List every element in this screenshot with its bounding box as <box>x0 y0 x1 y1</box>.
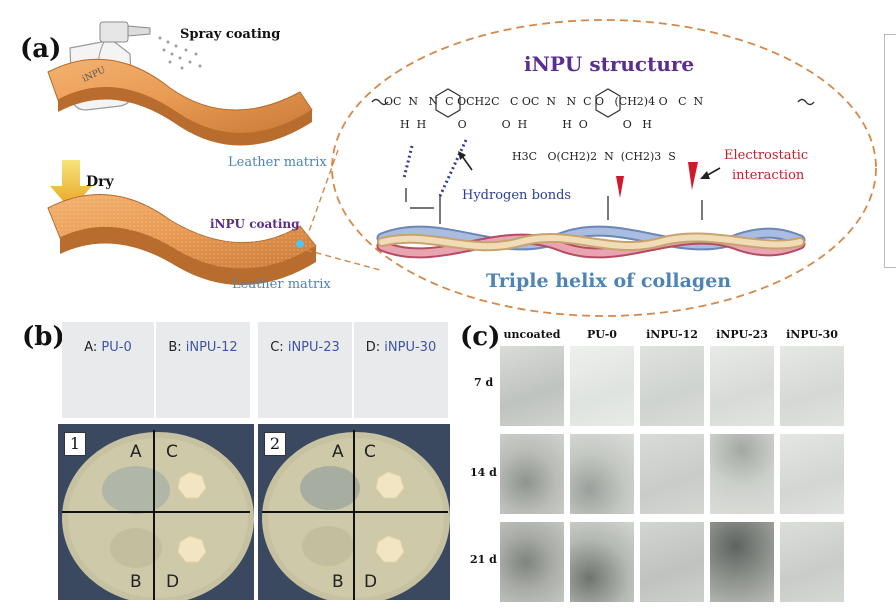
panel-c-label: (c) <box>460 322 501 352</box>
sample-photo-b: B: iNPU-12 <box>156 322 250 418</box>
spray-coating-label: Spray coating <box>180 27 281 42</box>
formula-side: H3C O(CH2)2 N (CH2)3 S <box>512 150 676 163</box>
mold-photo-pu0-14d <box>570 434 634 514</box>
formula-backbone: OC N N C OCH2C C OC N N C O (CH2)4 O C N <box>384 95 704 108</box>
mold-photo-inpu30-7d <box>780 346 844 426</box>
quadrant-c: C <box>364 442 376 462</box>
electrostatic-label: Electrostatic <box>724 148 809 163</box>
quadrant-a: A <box>130 442 142 462</box>
leather-matrix-bottom-label: Leather matrix <box>232 277 331 292</box>
panel-a-label: (a) <box>20 34 62 64</box>
hydrogen-bond-lines <box>402 139 468 197</box>
sample-caption-d: D: iNPU-30 <box>365 340 437 355</box>
petri-dish-2 <box>262 430 450 600</box>
sample-photo-c: C: iNPU-23 <box>258 322 352 418</box>
leather-matrix-top-label: Leather matrix <box>228 155 327 170</box>
row-label-14d: 14 d <box>470 466 497 479</box>
mold-photo-pu0-7d <box>570 346 634 426</box>
mold-photo-inpu12-21d <box>640 522 704 602</box>
dry-label: Dry <box>86 174 114 190</box>
row-label-21d: 21 d <box>470 553 497 566</box>
inpu-coating-label: iNPU coating <box>210 217 300 231</box>
zoom-ellipse <box>331 19 877 317</box>
sample-caption-c: C: iNPU-23 <box>270 340 340 355</box>
collagen-helix <box>376 225 806 259</box>
quadrant-b: B <box>130 572 142 592</box>
mold-photo-inpu23-21d <box>710 522 774 602</box>
quadrant-d: D <box>364 572 378 592</box>
petri-dish-panel-1: 1 A C B D <box>58 424 254 600</box>
mold-photo-inpu23-7d <box>710 346 774 426</box>
spray-mist <box>158 36 202 70</box>
mold-photo-inpu30-14d <box>780 434 844 514</box>
sample-photo-a: A: PU-0 <box>62 322 154 418</box>
hydrogen-bonds-label: Hydrogen bonds <box>462 188 572 203</box>
interaction-label: interaction <box>732 168 805 183</box>
column-header-inpu-23: iNPU-23 <box>716 328 768 341</box>
dish-number-2: 2 <box>264 432 286 456</box>
petri-dish-1 <box>62 430 254 600</box>
sample-caption-a: A: PU-0 <box>84 340 132 355</box>
quadrant-a: A <box>332 442 344 462</box>
column-header-uncoated: uncoated <box>503 328 561 341</box>
mold-photo-inpu30-21d <box>780 522 844 602</box>
quadrant-d: D <box>166 572 180 592</box>
leather-sheet-bottom <box>47 194 317 286</box>
ring-structures <box>435 88 621 118</box>
column-header-pu-0: PU-0 <box>587 328 617 341</box>
electrostatic-wedges <box>616 162 698 198</box>
row-label-7d: 7 d <box>474 376 494 389</box>
panel-b-label: (b) <box>22 322 65 352</box>
triple-helix-label: Triple helix of collagen <box>486 270 732 292</box>
structure-title: iNPU structure <box>524 52 695 76</box>
mold-photo-pu0-21d <box>570 522 634 602</box>
quadrant-b: B <box>332 572 344 592</box>
formula-h-row: H H O O H H O O H <box>400 118 652 131</box>
mold-photo-inpu12-14d <box>640 434 704 514</box>
mold-photo-uncoated-14d <box>500 434 564 514</box>
mold-photo-inpu12-7d <box>640 346 704 426</box>
leather-sheet-top <box>47 58 313 146</box>
petri-dish-panel-2: 2 A C B D <box>258 424 450 600</box>
column-header-inpu-30: iNPU-30 <box>786 328 838 341</box>
panel-a-illustration <box>47 19 877 317</box>
dish-number-1: 1 <box>64 432 86 456</box>
column-header-inpu-12: iNPU-12 <box>646 328 698 341</box>
sample-caption-b: B: iNPU-12 <box>168 340 238 355</box>
adjacent-panel-border <box>884 34 896 268</box>
mold-photo-inpu23-14d <box>710 434 774 514</box>
mold-photo-uncoated-7d <box>500 346 564 426</box>
sample-photo-d: D: iNPU-30 <box>354 322 448 418</box>
quadrant-c: C <box>166 442 178 462</box>
mold-photo-uncoated-21d <box>500 522 564 602</box>
